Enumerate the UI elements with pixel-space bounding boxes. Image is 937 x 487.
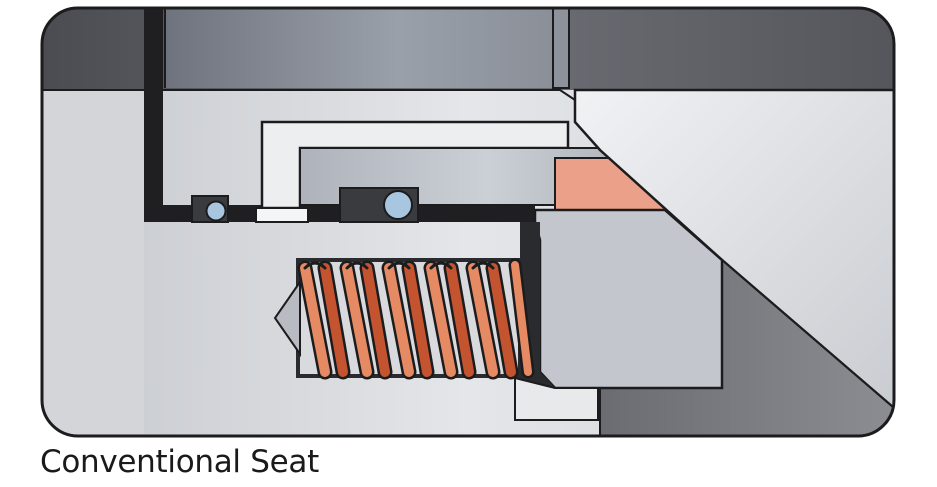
o-ring-icon xyxy=(383,190,413,220)
o-ring-icon xyxy=(205,200,227,222)
shaft-sleeve xyxy=(165,8,553,88)
coil-spring xyxy=(297,258,535,380)
figure-caption: Conventional Seat xyxy=(40,444,319,480)
carrier xyxy=(533,208,724,390)
drive-pin xyxy=(273,278,301,358)
frame-border xyxy=(40,6,896,438)
